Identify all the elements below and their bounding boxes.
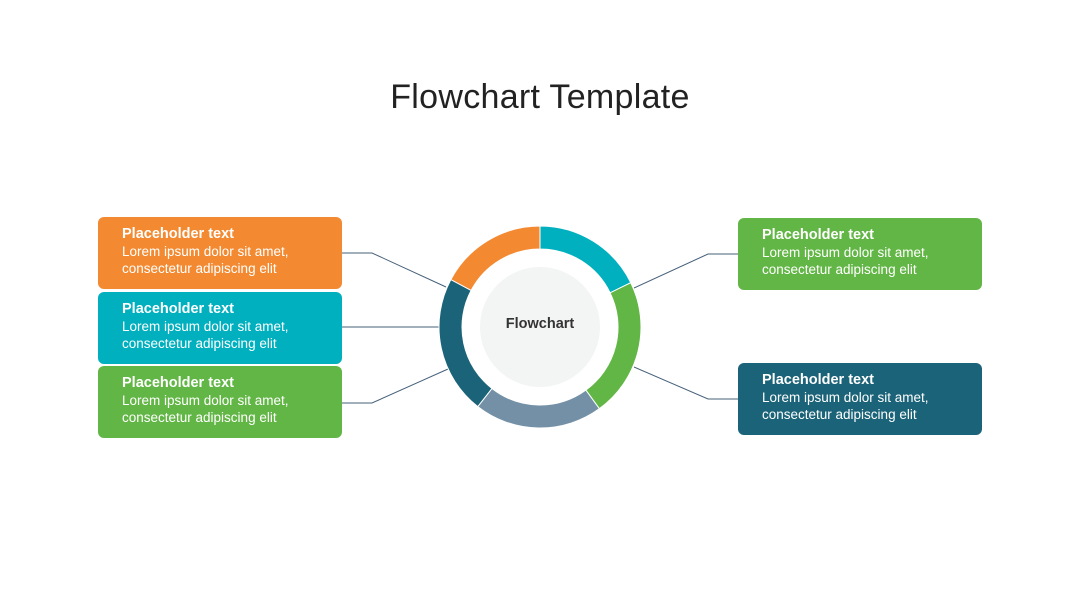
page-title: Flowchart Template	[390, 78, 690, 116]
box-heading: Placeholder text	[122, 226, 235, 242]
connector-lines	[342, 252, 738, 404]
box-text-line-2: consectetur adipiscing elit	[762, 407, 917, 422]
box-text-line-2: consectetur adipiscing elit	[122, 410, 277, 425]
box-text-line-1: Lorem ipsum dolor sit amet,	[762, 245, 929, 260]
box-heading: Placeholder text	[122, 301, 235, 317]
placeholder-box-right-1: Placeholder text Lorem ipsum dolor sit a…	[738, 218, 982, 290]
center-label: Flowchart	[505, 316, 575, 332]
ring-segment-gray-blue	[477, 387, 601, 429]
box-text-line-1: Lorem ipsum dolor sit amet,	[122, 319, 289, 334]
box-text-line-2: consectetur adipiscing elit	[762, 262, 917, 277]
placeholder-box-right-2: Placeholder text Lorem ipsum dolor sit a…	[738, 363, 982, 435]
box-text-line-1: Lorem ipsum dolor sit amet,	[762, 390, 929, 405]
box-heading: Placeholder text	[762, 227, 875, 243]
connector-right-2	[633, 366, 738, 400]
box-text-line-2: consectetur adipiscing elit	[122, 261, 277, 276]
donut-ring	[438, 225, 642, 429]
connector-left-1	[342, 252, 447, 288]
box-heading: Placeholder text	[122, 375, 235, 391]
box-text-line-2: consectetur adipiscing elit	[122, 336, 277, 351]
center-circle	[480, 267, 600, 387]
connector-left-3	[342, 368, 449, 404]
ring-segment-orange	[450, 225, 541, 292]
placeholder-box-left-1: Placeholder text Lorem ipsum dolor sit a…	[98, 217, 342, 289]
placeholder-box-left-2: Placeholder text Lorem ipsum dolor sit a…	[98, 292, 342, 364]
box-text-line-1: Lorem ipsum dolor sit amet,	[122, 393, 289, 408]
connector-right-1	[633, 253, 738, 289]
box-heading: Placeholder text	[762, 372, 875, 388]
box-text-line-1: Lorem ipsum dolor sit amet,	[122, 244, 289, 259]
placeholder-box-left-3: Placeholder text Lorem ipsum dolor sit a…	[98, 366, 342, 438]
